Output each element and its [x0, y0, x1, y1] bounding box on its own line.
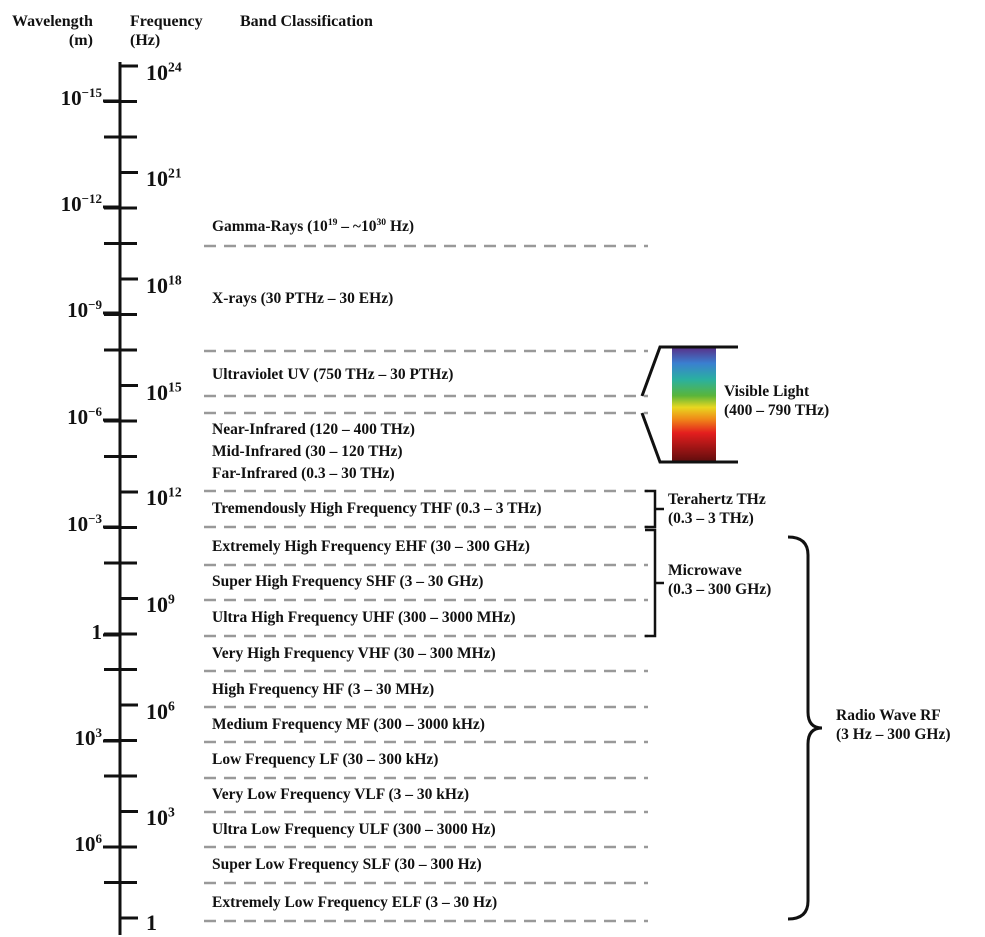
visible-bracket-lower [640, 412, 738, 464]
frequency-header: Frequency (Hz) [130, 12, 203, 50]
band-shf: Super High Frequency SHF (3 – 30 GHz) [212, 573, 484, 590]
wavelength-header: Wavelength (m) [12, 12, 93, 50]
frequency-tick-label: 1024 [146, 59, 182, 85]
wavelength-unit-label: (m) [68, 32, 93, 49]
visible-light-title: Visible Light [724, 383, 810, 400]
band-ultraviolet: Ultraviolet UV (750 THz – 30 PTHz) [212, 366, 454, 383]
frequency-tick-label: 1 [146, 910, 157, 935]
wavelength-tick-label: 10−3 [67, 511, 102, 536]
visible-light-label: Visible Light (400 – 790 THz) [724, 382, 829, 420]
frequency-tick-label: 1021 [146, 165, 182, 191]
band-x-rays: X-rays (30 PTHz – 30 EHz) [212, 290, 394, 307]
wavelength-tick-label: 103 [74, 725, 102, 750]
band-classification-header: Band Classification [240, 13, 373, 30]
frequency-unit-label: (Hz) [130, 32, 161, 49]
axis-ticks [103, 64, 138, 920]
band-separators [204, 244, 648, 923]
frequency-tick-label: 1012 [146, 484, 182, 510]
frequency-header-label: Frequency [130, 13, 203, 30]
band-ulf: Ultra Low Frequency ULF (300 – 3000 Hz) [212, 821, 496, 838]
band-vlf: Very Low Frequency VLF (3 – 30 kHz) [212, 786, 470, 803]
frequency-tick-label: 106 [146, 698, 175, 724]
band-hf: High Frequency HF (3 – 30 MHz) [212, 681, 435, 698]
terahertz-bracket [645, 489, 657, 529]
band-gamma-rays: Gamma-Rays (1019 – ~1030 Hz) [212, 216, 415, 235]
wavelength-header-label: Wavelength [12, 13, 93, 30]
wavelength-tick-label: 10−6 [67, 404, 102, 429]
visible-light-range: (400 – 790 THz) [724, 402, 830, 419]
visible-bracket-upper [640, 345, 738, 397]
frequency-tick-label: 103 [146, 804, 175, 830]
wavelength-tick-label: 106 [74, 831, 102, 856]
microwave-label: Microwave (0.3 – 300 GHz) [668, 561, 771, 599]
band-elf: Extremely Low Frequency ELF (3 – 30 Hz) [212, 894, 498, 911]
wavelength-tick-label: 1 [91, 620, 103, 644]
microwave-range: (0.3 – 300 GHz) [668, 581, 772, 598]
band-vhf: Very High Frequency VHF (30 – 300 MHz) [212, 645, 496, 662]
microwave-bracket [645, 528, 657, 638]
band-far-infrared: Far-Infrared (0.3 – 30 THz) [212, 465, 395, 482]
radio-wave-label: Radio Wave RF (3 Hz – 300 GHz) [836, 706, 951, 744]
band-near-infrared: Near-Infrared (120 – 400 THz) [212, 421, 415, 438]
band-thf: Tremendously High Frequency THF (0.3 – 3… [212, 500, 542, 517]
band-mf: Medium Frequency MF (300 – 3000 kHz) [212, 716, 485, 733]
radio-wave-range: (3 Hz – 300 GHz) [836, 726, 951, 743]
terahertz-title: Terahertz THz [668, 491, 766, 508]
frequency-tick-label: 1015 [146, 379, 182, 405]
wavelength-tick-label: 10−15 [60, 85, 102, 110]
band-ehf: Extremely High Frequency EHF (30 – 300 G… [212, 538, 530, 555]
band-mid-infrared: Mid-Infrared (30 – 120 THz) [212, 443, 403, 460]
frequency-tick-label: 1018 [146, 272, 182, 298]
wavelength-tick-label: 10−12 [60, 191, 102, 216]
band-slf: Super Low Frequency SLF (30 – 300 Hz) [212, 856, 482, 873]
radio-wave-brace [787, 535, 823, 921]
wavelength-tick-label: 10−9 [67, 297, 102, 322]
band-uhf: Ultra High Frequency UHF (300 – 3000 MHz… [212, 609, 516, 626]
microwave-title: Microwave [668, 562, 742, 579]
radio-wave-title: Radio Wave RF [836, 707, 941, 724]
visible-spectrum-bar [672, 347, 716, 463]
frequency-tick-label: 109 [146, 591, 175, 617]
band-lf: Low Frequency LF (30 – 300 kHz) [212, 751, 439, 768]
terahertz-label: Terahertz THz (0.3 – 3 THz) [668, 490, 766, 528]
terahertz-range: (0.3 – 3 THz) [668, 510, 754, 527]
